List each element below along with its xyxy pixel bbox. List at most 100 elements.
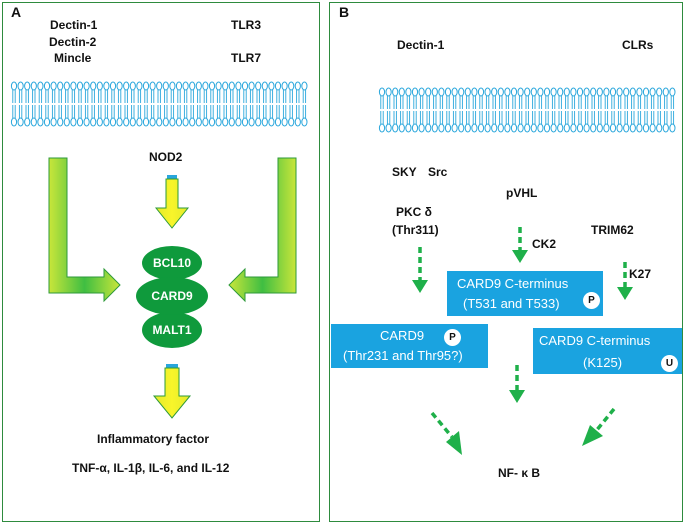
lipid-head: [425, 123, 432, 133]
lipid-head: [162, 117, 169, 127]
lipid-tail: [230, 105, 234, 118]
lipid-head: [464, 87, 471, 97]
box-card9-p-line1: CARD9: [380, 328, 425, 343]
lipid-tail: [571, 111, 576, 124]
lipid-head: [669, 87, 676, 97]
lipid-head: [261, 117, 268, 127]
receptor-tlr3: TLR3: [231, 18, 261, 32]
lipid-head: [63, 81, 70, 91]
lipid-tail: [111, 90, 115, 103]
lipid-tail: [631, 96, 635, 109]
lipid-tail: [446, 96, 450, 109]
lipid-tail: [137, 90, 142, 103]
lipid-head: [656, 87, 663, 97]
lipid-tail: [183, 90, 188, 103]
lipid-tail: [98, 105, 102, 118]
lipid-head: [497, 123, 504, 133]
lipid-head: [550, 87, 557, 97]
lipid-head: [50, 117, 57, 127]
lipid-tail: [518, 96, 523, 109]
lipid-head: [530, 87, 537, 97]
lipid-tail: [664, 111, 668, 124]
lipid-tail: [525, 111, 529, 124]
lipid-head: [208, 81, 216, 91]
lipid-head: [524, 87, 531, 97]
lipid-head: [444, 123, 452, 133]
lipid-tail: [276, 105, 280, 118]
lipid-tail: [269, 105, 274, 118]
lipid-tail: [433, 111, 437, 124]
box-cterm-p-line1: CARD9 C-terminus: [457, 276, 569, 291]
lipid-tail: [51, 105, 56, 118]
card9-label: CARD9: [151, 289, 193, 303]
lipid-tail: [670, 111, 675, 124]
lipid-head: [649, 87, 656, 97]
lipid-tail: [177, 90, 181, 103]
dotted-arrow-left-to-nfkb: [430, 411, 462, 455]
lipid-tail: [485, 96, 490, 109]
lipid-tail: [439, 96, 444, 109]
lipid-tail: [276, 90, 280, 103]
malt1-oval: MALT1: [142, 312, 202, 348]
lipid-head: [576, 123, 584, 133]
lipid-head: [590, 123, 597, 133]
lipid-head: [43, 117, 51, 127]
lipid-tail: [578, 96, 582, 109]
lipid-head: [510, 123, 518, 133]
lipid-tail: [499, 96, 503, 109]
lipid-head: [30, 117, 37, 127]
lipid-tail: [84, 105, 89, 118]
panel-b: [329, 2, 683, 522]
lipid-head: [241, 117, 249, 127]
lipid-tail: [236, 105, 241, 118]
lipid-head: [149, 81, 156, 91]
lipid-head: [504, 123, 511, 133]
lipid-head: [76, 117, 84, 127]
lipid-head: [636, 87, 643, 97]
lipid-tail: [650, 96, 655, 109]
lipid-head: [70, 81, 77, 91]
lipid-head: [418, 87, 425, 97]
lipid-tail: [243, 90, 247, 103]
lipid-head: [557, 87, 564, 97]
lipid-head: [175, 117, 183, 127]
lipid-tail: [604, 111, 609, 124]
card9-phospho-box: CARD9 (Thr231 and Thr95?) P: [331, 324, 488, 368]
lipid-tail: [65, 90, 69, 103]
lipid-tail: [492, 111, 496, 124]
lipid-head: [24, 117, 31, 127]
lipid-head: [603, 123, 610, 133]
lipid-head: [477, 87, 485, 97]
lipid-tail: [18, 90, 23, 103]
lipid-tail: [657, 111, 661, 124]
lipid-head: [491, 123, 498, 133]
lipid-head: [103, 81, 110, 91]
lipid-tail: [282, 90, 287, 103]
lipid-tail: [263, 105, 267, 118]
receptor-clrs: CLRs: [622, 38, 654, 52]
lipid-tail: [117, 90, 122, 103]
lipid-head: [215, 81, 222, 91]
lipid-tail: [45, 105, 49, 118]
lipid-head: [411, 123, 419, 133]
lipid-tail: [91, 90, 95, 103]
lipid-tail: [386, 96, 391, 109]
lipid-tail: [164, 105, 168, 118]
lipid-tail: [296, 90, 300, 103]
lipid-head: [438, 87, 445, 97]
card9-oval: CARD9: [136, 277, 208, 315]
lipid-head: [70, 117, 77, 127]
lipid-tail: [282, 105, 287, 118]
lipid-tail: [637, 96, 642, 109]
lipid-head: [43, 81, 51, 91]
lipid-tail: [386, 111, 391, 124]
lipid-head: [235, 117, 242, 127]
lipid-tail: [263, 90, 267, 103]
lipid-head: [169, 117, 176, 127]
lipid-tail: [71, 105, 76, 118]
lipid-head: [182, 81, 189, 91]
lipid-head: [662, 87, 669, 97]
lipid-tail: [459, 96, 463, 109]
lipid-head: [175, 81, 183, 91]
